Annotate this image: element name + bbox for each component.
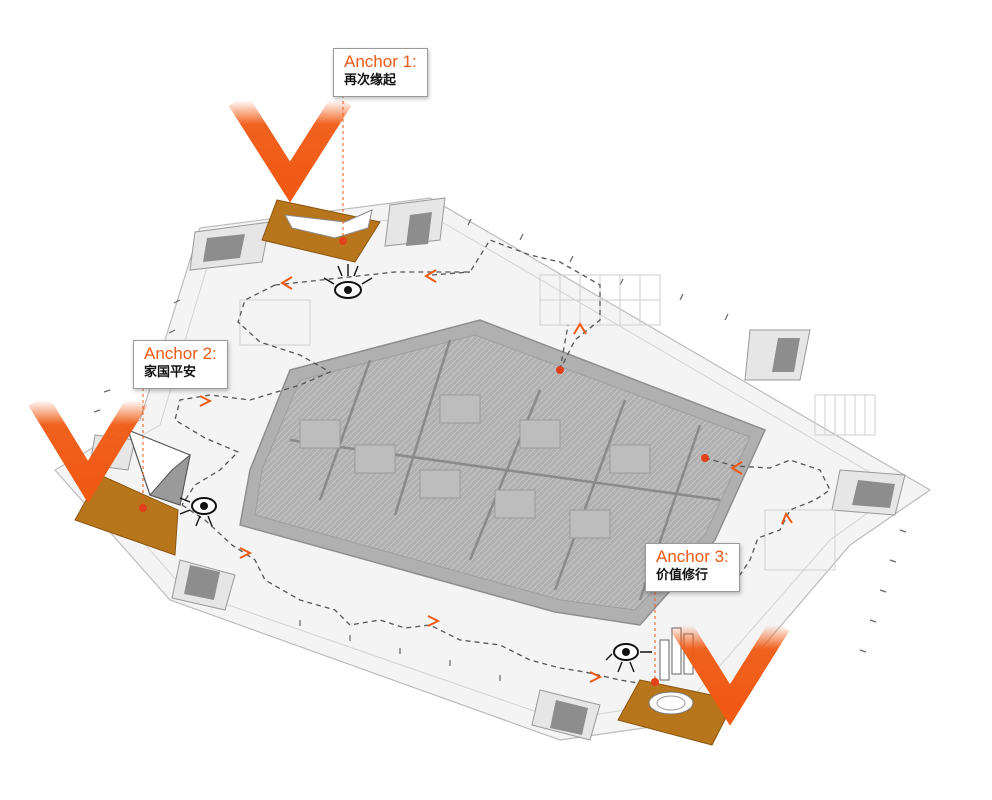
view-eye-icon <box>179 497 217 527</box>
anchor-3-subtitle: 价值修行 <box>656 568 709 583</box>
core-rooms <box>254 334 751 611</box>
v-marker-icon <box>28 394 148 504</box>
view-eye-icon <box>323 264 373 299</box>
anchor-2-pad <box>74 474 179 556</box>
anchor-3-callout: Anchor 3: 价值修行 <box>645 543 740 592</box>
v-marker-icon <box>228 94 352 203</box>
anchor-dots <box>139 237 709 686</box>
anchor-1-sculpture <box>284 209 373 239</box>
v-marker-icon <box>670 619 790 726</box>
circulation-path <box>174 239 831 686</box>
anchor-1-subtitle: 再次缘起 <box>344 73 397 88</box>
anchor-2-title: Anchor 2: <box>144 344 217 363</box>
anchor-2-subtitle: 家国平安 <box>144 365 197 380</box>
grid-blocks <box>239 274 876 571</box>
anchor-2-sculpture-shade <box>149 453 191 506</box>
direction-arrow-icon <box>199 269 793 683</box>
anchor-2-callout: Anchor 2: 家国平安 <box>133 340 228 389</box>
anchor-3-disc-ring <box>656 695 686 711</box>
anchor-3-disc <box>648 691 694 715</box>
anchor-3-title: Anchor 3: <box>656 547 729 566</box>
view-eye-icon <box>605 643 652 673</box>
core-room-outlines <box>299 394 651 539</box>
dark-wall-blocks <box>184 212 895 735</box>
anchor-1-callout: Anchor 1: 再次缘起 <box>333 48 428 97</box>
anchor-1-title: Anchor 1: <box>344 52 417 71</box>
